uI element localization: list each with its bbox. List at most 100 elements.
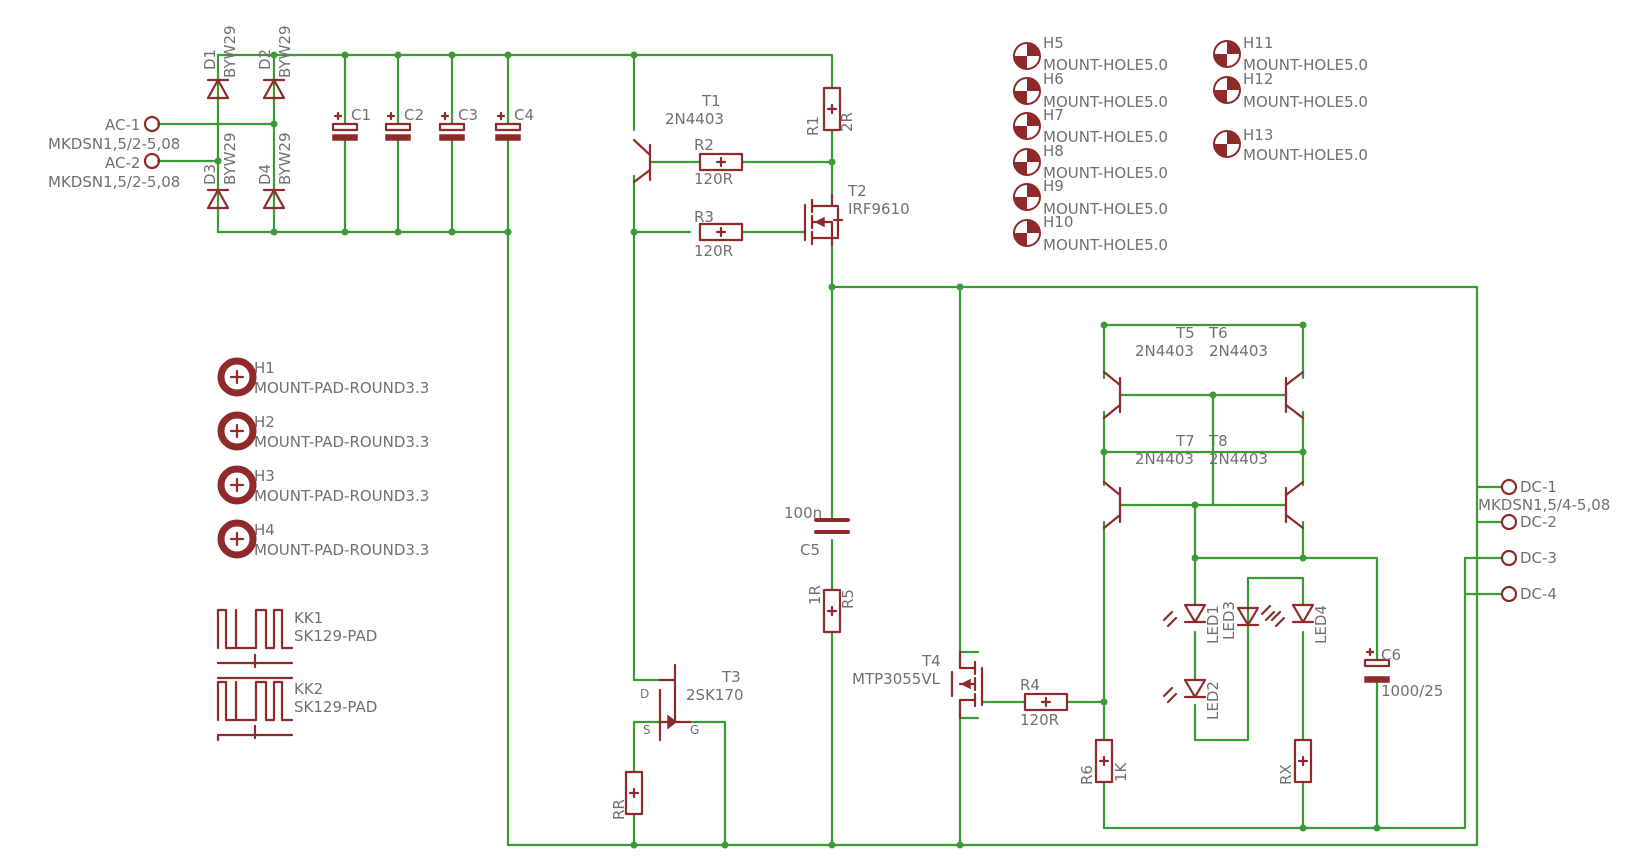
label-h9: H9 (1043, 177, 1064, 195)
connector-dc-4 (1500, 585, 1518, 603)
resistor-r1 (822, 86, 842, 132)
label-h11-value: MOUNT-HOLE5.0 (1243, 56, 1368, 74)
label-c6-value: 1000/25 (1381, 682, 1443, 700)
label-d4: D4 (256, 164, 274, 185)
label-ac-2-value: MKDSN1,5/2-5,08 (48, 173, 180, 191)
label-kk1-value: SK129-PAD (294, 627, 377, 645)
label-h6-value: MOUNT-HOLE5.0 (1043, 93, 1168, 111)
label-r3: R3 (694, 208, 714, 226)
label-kk1: KK1 (294, 609, 323, 627)
label-t3-source: S (643, 723, 651, 737)
label-d2-value: BYW29 (276, 25, 294, 78)
label-t5: T5 (1175, 324, 1195, 342)
connector-dc-3 (1500, 549, 1518, 567)
label-t7-value: 2N4403 (1135, 450, 1194, 468)
label-r3-value: 120R (694, 242, 733, 260)
mount-hole-h9 (1013, 183, 1041, 211)
label-dc-2: DC-2 (1520, 513, 1557, 531)
capacitor-c6 (1363, 647, 1391, 683)
label-t2-value: IRF9610 (848, 200, 910, 218)
label-r6-value: 1K (1112, 761, 1130, 782)
label-d3-value: BYW29 (221, 132, 239, 185)
mount-hole-h10 (1013, 219, 1041, 247)
label-h5: H5 (1043, 34, 1064, 52)
label-led1: LED1 (1204, 605, 1222, 644)
label-h13: H13 (1243, 126, 1273, 144)
label-h4-value: MOUNT-PAD-ROUND3.3 (254, 541, 429, 559)
resistor-r3 (698, 222, 744, 242)
label-t2: T2 (847, 182, 867, 200)
label-d3: D3 (201, 164, 219, 185)
label-h6: H6 (1043, 70, 1064, 88)
label-led3: LED3 (1220, 601, 1238, 640)
label-h3-value: MOUNT-PAD-ROUND3.3 (254, 487, 429, 505)
label-h10: H10 (1043, 213, 1073, 231)
heatsink-kk2 (216, 680, 294, 742)
label-d4-value: BYW29 (276, 132, 294, 185)
mosfet-t4 (950, 650, 984, 720)
label-rr: RR (610, 799, 628, 820)
mount-hole-h12 (1213, 76, 1241, 104)
label-t3-drain: D (640, 687, 649, 701)
transistor-t7 (1102, 480, 1122, 530)
label-h2: H2 (254, 413, 275, 431)
label-c4: C4 (514, 106, 534, 124)
label-t6-value: 2N4403 (1209, 342, 1268, 360)
label-h3: H3 (254, 467, 275, 485)
capacitor-c2 (384, 111, 412, 141)
label-r5: R5 (839, 589, 857, 609)
resistor-r2 (698, 152, 744, 172)
label-h7: H7 (1043, 106, 1064, 124)
label-c1: C1 (351, 106, 371, 124)
label-ac-1-value: MKDSN1,5/2-5,08 (48, 135, 180, 153)
mount-hole-h6 (1013, 77, 1041, 105)
mosfet-t2 (803, 193, 844, 247)
diode-d1 (206, 78, 230, 100)
label-d1-value: BYW29 (221, 25, 239, 78)
resistor-r4 (1023, 692, 1069, 712)
label-r4-value: 120R (1020, 711, 1059, 729)
label-dc-4: DC-4 (1520, 585, 1557, 603)
label-r1-value: 2R (838, 112, 856, 132)
label-c3: C3 (458, 106, 478, 124)
diode-d3 (206, 188, 230, 210)
label-r2: R2 (694, 136, 714, 154)
label-c5: C5 (800, 541, 820, 559)
label-dc-1-value: MKDSN1,5/4-5,08 (1478, 496, 1610, 514)
label-t4: T4 (921, 652, 941, 670)
mount-hole-h8 (1013, 148, 1041, 176)
label-dc-3: DC-3 (1520, 549, 1557, 567)
led-3 (1236, 604, 1276, 627)
led-4 (1270, 603, 1315, 628)
heatsink-kk1 (216, 608, 294, 680)
label-r4: R4 (1020, 676, 1040, 694)
label-t6: T6 (1208, 324, 1228, 342)
label-kk2-value: SK129-PAD (294, 698, 377, 716)
label-t7: T7 (1175, 432, 1195, 450)
capacitor-c1 (331, 111, 359, 141)
transistor-t8 (1284, 480, 1305, 530)
connector-dc-2 (1500, 513, 1518, 531)
label-rx: RX (1277, 764, 1295, 785)
label-h2-value: MOUNT-PAD-ROUND3.3 (254, 433, 429, 451)
label-d1: D1 (201, 49, 219, 70)
label-c5-value: 100n (784, 504, 822, 522)
label-r5-value: 1R (806, 585, 824, 605)
label-t3-gate: G (690, 723, 699, 737)
label-h12-value: MOUNT-HOLE5.0 (1243, 93, 1368, 111)
label-h5-value: MOUNT-HOLE5.0 (1043, 56, 1168, 74)
transistor-t5 (1102, 370, 1122, 420)
diode-d2 (262, 78, 286, 100)
jfet-t3 (658, 663, 692, 742)
label-h10-value: MOUNT-HOLE5.0 (1043, 236, 1168, 254)
mount-hole-h13 (1213, 130, 1241, 158)
label-t3-value: 2SK170 (686, 686, 744, 704)
label-h7-value: MOUNT-HOLE5.0 (1043, 128, 1168, 146)
label-h1: H1 (254, 359, 275, 377)
capacitor-c3 (438, 111, 466, 141)
mount-pad-h2 (217, 411, 257, 451)
label-led2: LED2 (1204, 681, 1222, 720)
resistor-rr (624, 770, 644, 816)
label-t3: T3 (721, 668, 741, 686)
